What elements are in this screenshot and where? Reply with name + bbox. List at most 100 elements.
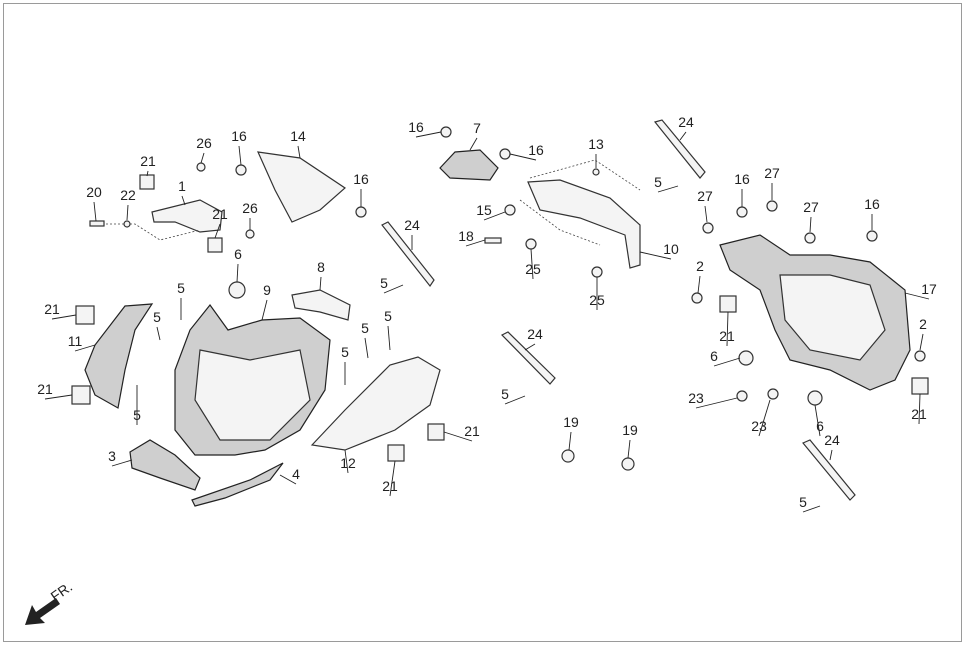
diagram-frame bbox=[3, 3, 962, 642]
callout-22: 22 bbox=[120, 187, 136, 203]
callout-14: 14 bbox=[290, 128, 306, 144]
callout-27: 27 bbox=[803, 199, 819, 215]
leader-line bbox=[695, 397, 738, 409]
part-8-bracket bbox=[291, 289, 351, 321]
leader-line bbox=[51, 314, 77, 320]
leader-line bbox=[279, 474, 297, 485]
callout-5: 5 bbox=[380, 275, 388, 291]
leader-line bbox=[200, 152, 205, 164]
parts-layer bbox=[71, 119, 929, 507]
callout-18: 18 bbox=[458, 228, 474, 244]
leader-line bbox=[297, 145, 301, 159]
callout-5: 5 bbox=[799, 494, 807, 510]
callout-26: 26 bbox=[242, 200, 258, 216]
part-1-bracket bbox=[151, 199, 223, 233]
leader-line bbox=[344, 449, 349, 474]
leader-line bbox=[504, 395, 526, 405]
part-24-strap bbox=[500, 331, 556, 385]
part-14-upper-cover bbox=[257, 151, 346, 223]
leader-line bbox=[387, 325, 391, 351]
leader-line bbox=[679, 131, 687, 141]
callout-23: 23 bbox=[751, 418, 767, 434]
callout-21: 21 bbox=[911, 406, 927, 422]
leader-line bbox=[364, 337, 369, 359]
callout-2: 2 bbox=[919, 316, 927, 332]
leader-line bbox=[639, 251, 672, 260]
callout-6: 6 bbox=[816, 418, 824, 434]
callout-25: 25 bbox=[525, 261, 541, 277]
leader-line bbox=[829, 449, 833, 461]
leader-line bbox=[93, 201, 97, 222]
callout-2: 2 bbox=[696, 258, 704, 274]
callout-5: 5 bbox=[133, 407, 141, 423]
front-arrow-icon bbox=[25, 598, 60, 625]
callout-19: 19 bbox=[622, 422, 638, 438]
callout-5: 5 bbox=[177, 280, 185, 296]
callout-21: 21 bbox=[212, 206, 228, 222]
leader-line bbox=[919, 333, 924, 351]
callout-24: 24 bbox=[824, 432, 840, 448]
leader-line bbox=[918, 393, 921, 425]
callout-16: 16 bbox=[231, 128, 247, 144]
leader-line bbox=[415, 131, 442, 138]
leader-line bbox=[809, 216, 812, 233]
front-direction-label: FR. bbox=[48, 578, 76, 604]
callout-24: 24 bbox=[678, 114, 694, 130]
callout-27: 27 bbox=[697, 188, 713, 204]
callout-21: 21 bbox=[719, 328, 735, 344]
callout-21: 21 bbox=[140, 153, 156, 169]
leader-line bbox=[524, 343, 536, 351]
callout-26: 26 bbox=[196, 135, 212, 151]
leader-line bbox=[483, 211, 506, 221]
leader-line bbox=[146, 170, 149, 177]
callout-5: 5 bbox=[501, 386, 509, 402]
part-12-side-panel bbox=[310, 356, 441, 451]
callout-16: 16 bbox=[528, 142, 544, 158]
leader-line bbox=[238, 145, 242, 166]
leader-line bbox=[389, 460, 396, 497]
leader-line bbox=[126, 204, 129, 221]
callout-10: 10 bbox=[663, 241, 679, 257]
callout-5: 5 bbox=[361, 320, 369, 336]
leader-line bbox=[758, 399, 771, 437]
callout-15: 15 bbox=[476, 202, 492, 218]
leader-line bbox=[261, 299, 268, 321]
leader-line bbox=[713, 357, 741, 367]
leader-line bbox=[704, 205, 708, 223]
leader-line bbox=[383, 284, 404, 294]
callout-27: 27 bbox=[764, 165, 780, 181]
callout-21: 21 bbox=[44, 301, 60, 317]
leader-line bbox=[814, 404, 821, 437]
leader-lines bbox=[44, 131, 930, 513]
leader-line bbox=[443, 431, 473, 442]
leader-line bbox=[236, 263, 239, 283]
leader-line bbox=[214, 223, 221, 239]
callout-8: 8 bbox=[317, 259, 325, 275]
leader-line bbox=[111, 459, 133, 467]
leader-line bbox=[74, 344, 96, 352]
callout-4: 4 bbox=[292, 466, 300, 482]
callout-5: 5 bbox=[384, 308, 392, 324]
leader-line bbox=[44, 394, 73, 400]
leader-line bbox=[904, 292, 930, 300]
callout-23: 23 bbox=[688, 390, 704, 406]
part-7-mount bbox=[439, 149, 499, 181]
callout-7: 7 bbox=[473, 120, 481, 136]
callout-16: 16 bbox=[734, 171, 750, 187]
callout-16: 16 bbox=[353, 171, 369, 187]
callout-9: 9 bbox=[263, 282, 271, 298]
part-24-strap bbox=[653, 119, 706, 179]
callout-16: 16 bbox=[864, 196, 880, 212]
callout-6: 6 bbox=[234, 246, 242, 262]
leader-line bbox=[627, 439, 631, 459]
part-4-trim bbox=[191, 462, 284, 507]
leader-line bbox=[568, 431, 572, 451]
callout-19: 19 bbox=[563, 414, 579, 430]
leader-line bbox=[156, 326, 161, 341]
part-10-bracket bbox=[527, 179, 641, 269]
callout-3: 3 bbox=[108, 448, 116, 464]
callout-6: 6 bbox=[710, 348, 718, 364]
callout-21: 21 bbox=[382, 478, 398, 494]
callout-12: 12 bbox=[340, 455, 356, 471]
